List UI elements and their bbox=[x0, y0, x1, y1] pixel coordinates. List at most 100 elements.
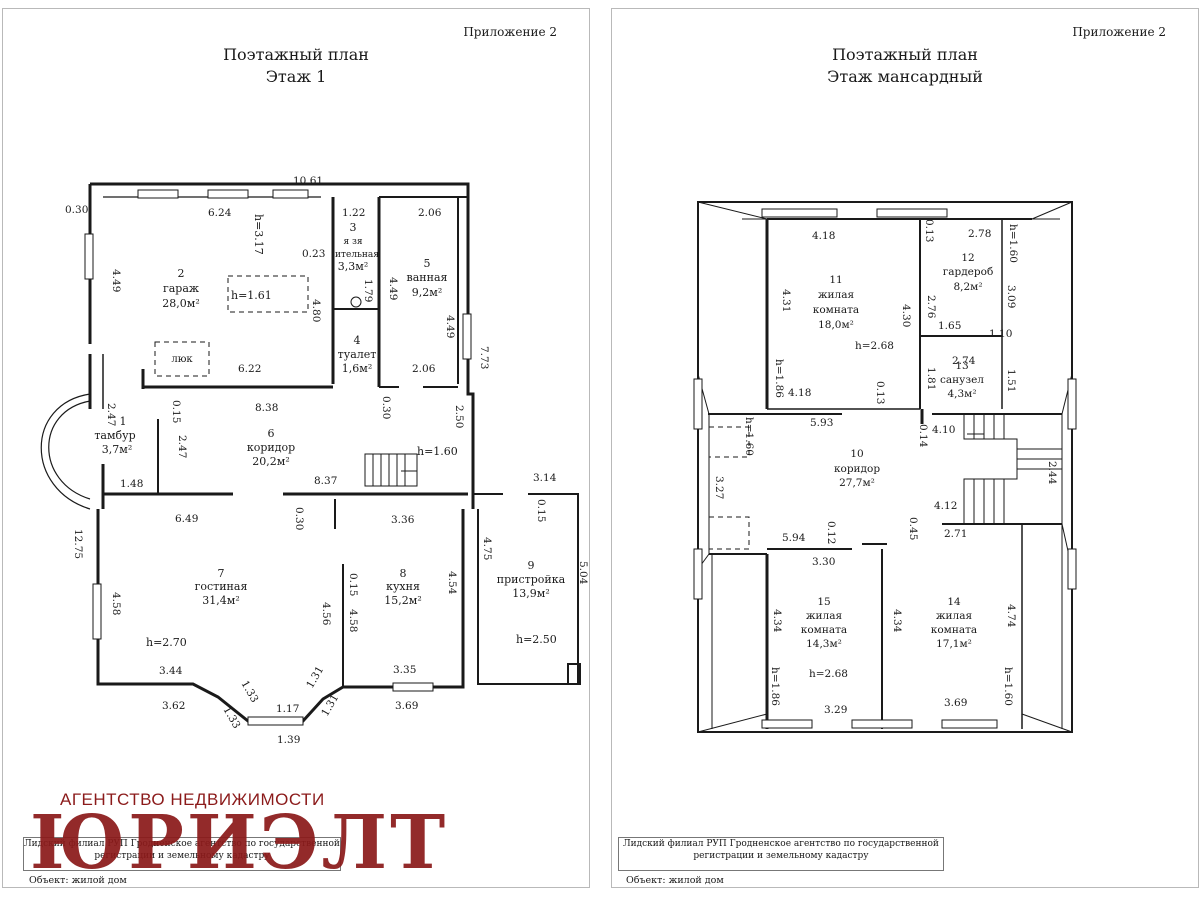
height-label: h=1.60 bbox=[1007, 224, 1019, 263]
dimension: 0.45 bbox=[907, 517, 919, 540]
room-name: комната bbox=[801, 624, 847, 636]
room-area: 13,9м² bbox=[512, 587, 549, 600]
room-name: ванная bbox=[407, 271, 448, 284]
room-num: 8 bbox=[400, 567, 407, 580]
dimension: 1.79 bbox=[362, 279, 374, 302]
dimension: 6.49 bbox=[175, 513, 198, 525]
dimension: 1.31 bbox=[304, 664, 326, 690]
room-name: пристройка bbox=[497, 573, 566, 586]
height-label: h=1.60 bbox=[743, 417, 755, 456]
room-num: 12 bbox=[961, 252, 974, 264]
room-name: я зя bbox=[343, 237, 362, 247]
first-floor-plan-drawing: 2 гараж 28,0м² 3 я зя ительная 3,3м² 4 т… bbox=[40, 175, 589, 746]
dimension: 2.76 bbox=[925, 295, 937, 319]
dimension: 3.09 bbox=[1005, 285, 1017, 308]
room-num: 11 bbox=[829, 274, 842, 286]
dimension: 3.44 bbox=[159, 665, 183, 677]
dimension: 3.30 bbox=[812, 556, 835, 568]
appendix-label: Приложение 2 bbox=[1072, 25, 1166, 39]
room-num: 9 bbox=[528, 559, 535, 572]
stamp-line-1: Лидский филиал РУП Гродненское агентство… bbox=[24, 839, 340, 849]
dimension: 2.06 bbox=[418, 207, 442, 219]
window-marks bbox=[84, 189, 472, 726]
height-label: h=2.70 bbox=[146, 636, 187, 649]
dimension: 0.30 bbox=[293, 507, 305, 530]
room-area: 3,7м² bbox=[102, 443, 132, 456]
dimension: 2.06 bbox=[412, 363, 436, 375]
room-num: 4 bbox=[354, 334, 361, 347]
dimension: 4.49 bbox=[110, 269, 122, 292]
hatch bbox=[708, 516, 750, 550]
stairs bbox=[364, 453, 418, 487]
bay-window-arc bbox=[40, 393, 91, 510]
dimension: 4.49 bbox=[444, 315, 456, 338]
dimension: 4.58 bbox=[347, 609, 359, 632]
room-num: 1 bbox=[120, 415, 127, 428]
registry-stamp: Лидский филиал РУП Гродненское агентство… bbox=[23, 837, 341, 871]
dimension: 5.94 bbox=[782, 532, 806, 544]
dimension: 4.49 bbox=[387, 277, 399, 300]
room-name: ительная bbox=[335, 250, 379, 260]
dimension: 7.73 bbox=[478, 346, 490, 369]
room-num: 5 bbox=[424, 257, 431, 270]
dimension: 6.22 bbox=[238, 363, 261, 375]
room-name: гараж bbox=[163, 282, 199, 295]
room-name: гардероб bbox=[943, 266, 994, 278]
dimension: 6.24 bbox=[208, 207, 232, 219]
room-area: 15,2м² bbox=[384, 594, 421, 607]
room-name: жилая bbox=[936, 610, 973, 622]
dimension: 2.74 bbox=[952, 355, 976, 367]
plan-subtitle: Этаж 1 bbox=[265, 67, 327, 86]
room-area: 8,2м² bbox=[953, 281, 982, 293]
dimension: 1.51 bbox=[1005, 369, 1017, 392]
room-area: 14,3м² bbox=[806, 638, 842, 650]
room-area: 17,1м² bbox=[936, 638, 972, 650]
dimension: 4.12 bbox=[934, 500, 957, 512]
room-labels: 2 гараж 28,0м² 3 я зя ительная 3,3м² 4 т… bbox=[94, 221, 565, 607]
hatch-label: люк bbox=[171, 354, 193, 365]
dimension: 12.75 bbox=[72, 529, 84, 559]
dimension: 0.30 bbox=[65, 204, 88, 216]
dimension: 2.47 bbox=[176, 435, 188, 458]
dimension-labels: 4.18 0.13 2.78 4.31 4.30 3.09 2.76 1.65 … bbox=[713, 219, 1058, 716]
exterior-walls bbox=[88, 182, 581, 723]
dimension: 3.29 bbox=[824, 704, 847, 716]
dimension: 4.74 bbox=[1005, 604, 1017, 628]
dimension: 0.15 bbox=[535, 499, 547, 522]
dimension: 4.34 bbox=[891, 609, 903, 633]
watermark-logo: ЮРИЭЛТ bbox=[30, 800, 449, 886]
room-area: 27,7м² bbox=[839, 477, 875, 489]
dimension: 1.65 bbox=[938, 320, 961, 332]
dimension-labels: 10.61 0.30 6.24 1.22 2.06 4.49 0.23 1.79… bbox=[65, 175, 589, 746]
floor-plan-sheet-attic: Приложение 2 Поэтажный план Этаж мансард… bbox=[611, 8, 1199, 888]
dimension: 0.13 bbox=[923, 219, 935, 242]
height-label: h=2.68 bbox=[809, 668, 848, 680]
dimension: 1.81 bbox=[925, 367, 937, 390]
stairs bbox=[963, 413, 1063, 525]
room-area: 3,3м² bbox=[338, 260, 368, 273]
room-name: санузел bbox=[940, 374, 984, 386]
registry-stamp: Лидский филиал РУП Гродненское агентство… bbox=[618, 837, 944, 871]
room-area: 4,3м² bbox=[947, 388, 976, 400]
room-area: 1,6м² bbox=[342, 362, 372, 375]
height-label: h=1.86 bbox=[773, 359, 785, 398]
height-label: h=1.86 bbox=[769, 667, 781, 706]
dimension: 5.04 bbox=[577, 561, 589, 585]
dimension: 4.18 bbox=[812, 230, 835, 242]
dimension: 4.34 bbox=[771, 609, 783, 633]
dimension: 3.69 bbox=[944, 697, 967, 709]
dimension: 4.80 bbox=[310, 299, 322, 322]
dimension: 1.33 bbox=[238, 679, 260, 705]
object-label: Объект: жилой дом bbox=[29, 875, 127, 886]
room-num: 13 bbox=[955, 360, 968, 372]
room-name: кухня bbox=[386, 580, 420, 593]
room-num: 6 bbox=[268, 427, 275, 440]
dimension: 4.18 bbox=[788, 387, 811, 399]
room-area: 20,2м² bbox=[252, 455, 289, 468]
dimension: 0.30 bbox=[380, 396, 392, 419]
dimension: 0.15 bbox=[170, 400, 182, 423]
dimension: 2.71 bbox=[944, 528, 967, 540]
dimension: 1.10 bbox=[989, 328, 1012, 340]
hatch bbox=[708, 426, 750, 458]
dimension: 1.31 bbox=[319, 692, 341, 718]
